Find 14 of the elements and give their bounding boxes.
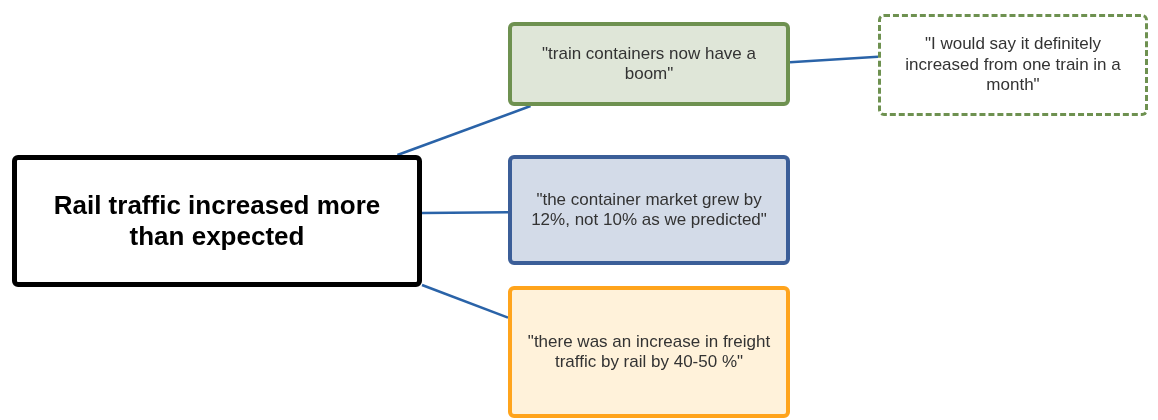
topic-text: Rail traffic increased more than expected: [52, 189, 382, 253]
topic-box: [12, 155, 422, 287]
quote-text: "there was an increase in freight traffic by rail by 40-50 %": [526, 331, 772, 373]
connector-line: [396, 104, 531, 157]
quote-box: [508, 22, 790, 106]
quote-text: "I would say it definitely increased from one train in a month": [904, 34, 1122, 96]
quote-box: [878, 14, 1148, 116]
connector-line: [789, 55, 879, 64]
quote-text: "train containers now have a boom": [541, 43, 757, 85]
quote-text: "the container market grew by 12%, not 10% as we predicted": [530, 189, 768, 231]
connector-line: [422, 210, 508, 215]
quote-box: [508, 155, 790, 265]
connector-line: [421, 283, 509, 319]
quote-box: [508, 286, 790, 418]
